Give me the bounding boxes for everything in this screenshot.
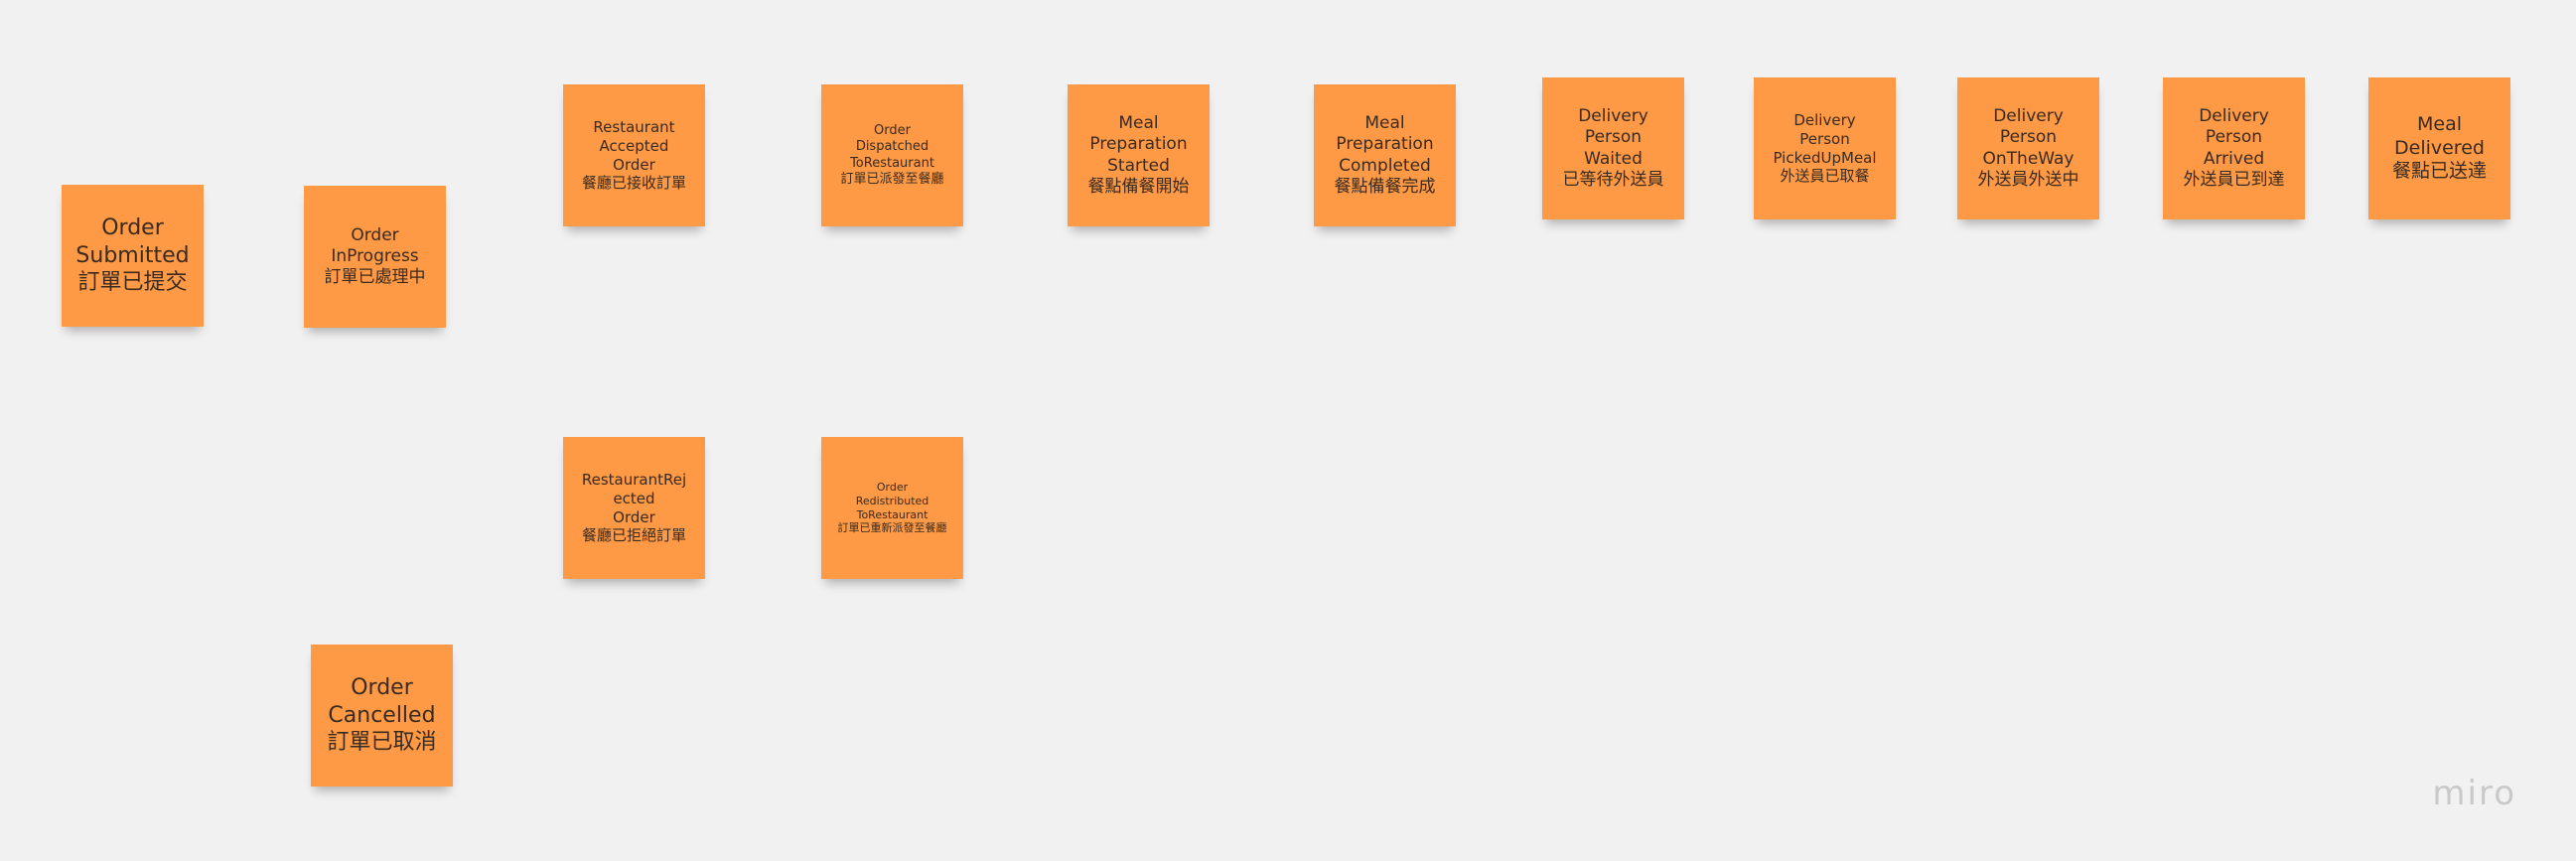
- sticky-restaurant-rejected-order[interactable]: RestaurantRej ected Order 餐廳已拒絕訂單: [563, 437, 705, 579]
- sticky-order-inprogress[interactable]: Order InProgress 訂單已處理中: [304, 186, 446, 328]
- sticky-meal-delivered[interactable]: Meal Delivered 餐點已送達: [2368, 77, 2510, 219]
- sticky-text: Delivery Person PickedUpMeal 外送員已取餐: [1773, 111, 1877, 186]
- sticky-text: Order Cancelled 訂單已取消: [327, 675, 437, 756]
- sticky-text: Delivery Person OnTheWay 外送員外送中: [1977, 106, 2079, 190]
- sticky-text: Meal Preparation Completed 餐點備餐完成: [1334, 113, 1436, 197]
- miro-logo: miro: [2432, 774, 2516, 813]
- sticky-delivery-person-pickedupmeal[interactable]: Delivery Person PickedUpMeal 外送員已取餐: [1754, 77, 1896, 219]
- sticky-text: Meal Preparation Started 餐點備餐開始: [1087, 113, 1190, 197]
- sticky-delivery-person-ontheway[interactable]: Delivery Person OnTheWay 外送員外送中: [1957, 77, 2099, 219]
- sticky-text: Delivery Person Waited 已等待外送員: [1562, 106, 1664, 190]
- sticky-restaurant-accepted-order[interactable]: Restaurant Accepted Order 餐廳已接收訂單: [563, 84, 705, 226]
- sticky-text: Meal Delivered 餐點已送達: [2391, 112, 2487, 183]
- sticky-order-dispatched-to-restaurant[interactable]: Order Dispatched ToRestaurant 訂單已派發至餐廳: [821, 84, 963, 226]
- sticky-meal-preparation-started[interactable]: Meal Preparation Started 餐點備餐開始: [1068, 84, 1210, 226]
- sticky-order-redistributed-to-restaurant[interactable]: Order Redistributed ToRestaurant 訂單已重新派發…: [821, 437, 963, 579]
- sticky-text: Order Dispatched ToRestaurant 訂單已派發至餐廳: [840, 123, 944, 187]
- sticky-order-cancelled[interactable]: Order Cancelled 訂單已取消: [311, 645, 453, 787]
- sticky-order-submitted[interactable]: Order Submitted 訂單已提交: [62, 185, 204, 327]
- sticky-text: Order InProgress 訂單已處理中: [324, 224, 426, 288]
- sticky-text: RestaurantRej ected Order 餐廳已拒絕訂單: [581, 471, 687, 545]
- sticky-text: Order Submitted 訂單已提交: [75, 215, 190, 296]
- sticky-delivery-person-arrived[interactable]: Delivery Person Arrived 外送員已到達: [2163, 77, 2305, 219]
- sticky-text: Order Redistributed ToRestaurant 訂單已重新派發…: [837, 481, 947, 535]
- sticky-text: Restaurant Accepted Order 餐廳已接收訂單: [581, 118, 686, 193]
- sticky-delivery-person-waited[interactable]: Delivery Person Waited 已等待外送員: [1542, 77, 1684, 219]
- sticky-meal-preparation-completed[interactable]: Meal Preparation Completed 餐點備餐完成: [1314, 84, 1456, 226]
- sticky-text: Delivery Person Arrived 外送員已到達: [2183, 106, 2285, 190]
